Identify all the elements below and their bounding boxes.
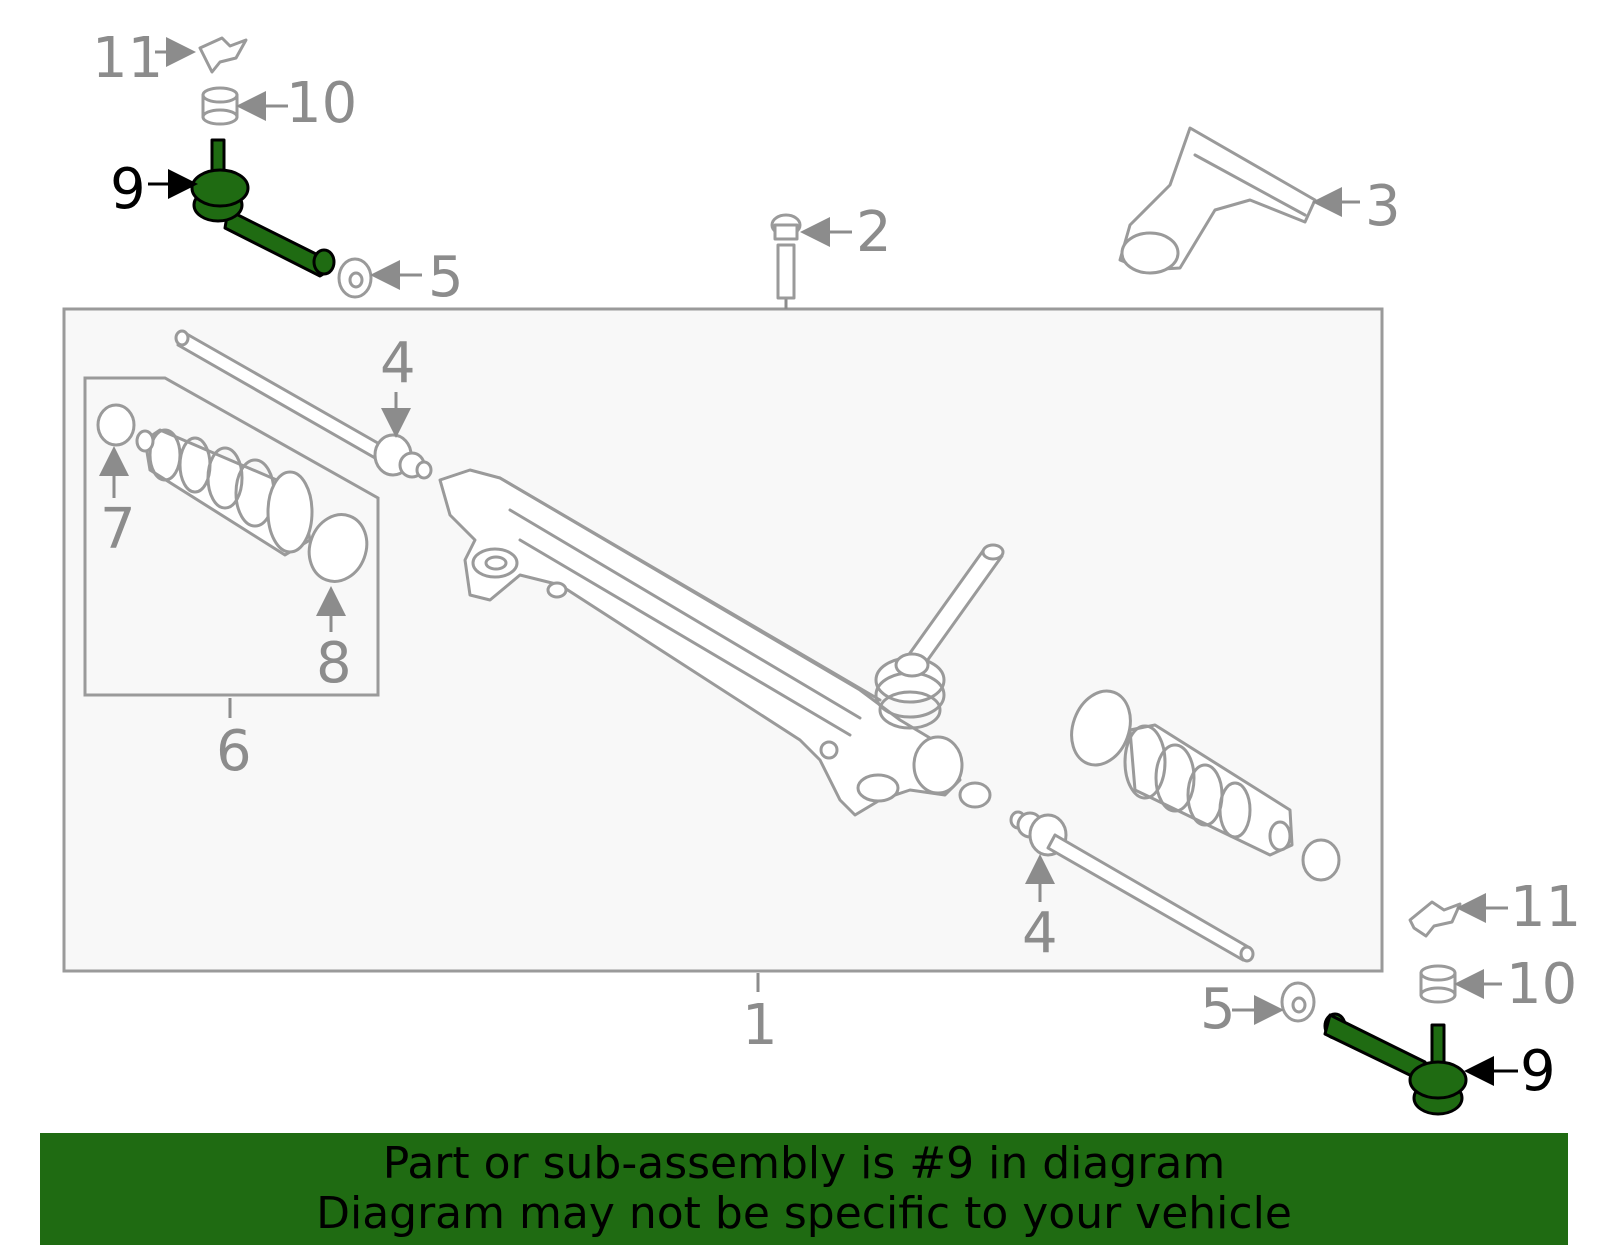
small-clamp-upper <box>96 403 136 447</box>
tie-rod-end-upper <box>190 138 336 278</box>
notice-line-1: Part or sub-assembly is #9 in diagram <box>382 1138 1226 1189</box>
callout-11-lower: 11 <box>1510 875 1581 940</box>
callout-5-upper: 5 <box>428 245 464 310</box>
rack-cover <box>1118 126 1317 275</box>
cotter-pin-lower <box>1408 900 1462 938</box>
callout-4-lower: 4 <box>1022 901 1058 966</box>
washer-upper <box>201 86 239 126</box>
callout-3: 3 <box>1365 174 1401 239</box>
callout-9-lower: 9 <box>1520 1039 1556 1104</box>
washer-lower <box>1419 964 1457 1004</box>
callout-8: 8 <box>316 631 352 696</box>
callout-11-upper: 11 <box>92 26 163 91</box>
callout-2: 2 <box>856 200 892 265</box>
callout-1: 1 <box>742 993 778 1058</box>
boot-clamp-ring <box>307 513 369 583</box>
callout-10-lower: 10 <box>1506 952 1577 1017</box>
boot-lower <box>1070 689 1341 882</box>
boot-upper <box>135 428 314 557</box>
steering-rack-housing <box>438 468 1005 817</box>
cotter-pin-upper <box>198 36 248 74</box>
inner-tie-rod-lower <box>1009 810 1255 963</box>
callout-10-upper: 10 <box>286 71 357 136</box>
inner-tie-rod-upper <box>174 329 433 480</box>
callout-7: 7 <box>100 497 136 562</box>
notice-line-2: Diagram may not be specific to your vehi… <box>316 1188 1292 1239</box>
callout-4-upper: 4 <box>380 331 416 396</box>
callout-5-lower: 5 <box>1200 977 1236 1042</box>
bolt <box>770 213 802 300</box>
tie-rod-end-lower <box>1323 1012 1468 1116</box>
notice-banner: Part or sub-assembly is #9 in diagram Di… <box>40 1133 1568 1245</box>
nut-lower <box>1280 981 1316 1023</box>
nut-upper <box>337 257 373 299</box>
callout-6: 6 <box>216 719 252 784</box>
callout-9-upper: 9 <box>110 157 146 222</box>
